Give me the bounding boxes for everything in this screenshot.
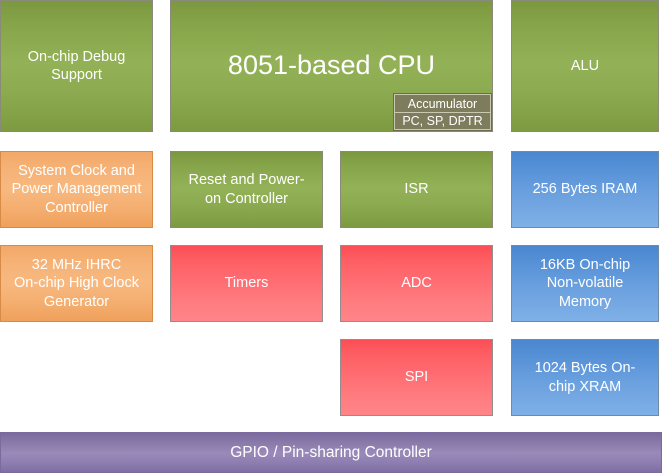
block-label: GPIO / Pin-sharing Controller — [230, 443, 432, 461]
block-label: SPI — [404, 369, 429, 386]
block-adc[interactable]: ADC — [340, 245, 493, 322]
block-alu[interactable]: ALU — [511, 0, 659, 132]
block-iram[interactable]: 256 Bytes IRAM — [511, 151, 659, 228]
block-on-chip-debug-support[interactable]: On-chip Debug Support — [0, 0, 153, 132]
block-label: 16KB On-chip Non-volatile Memory — [539, 257, 631, 310]
block-label: Reset and Power- on Controller — [188, 172, 305, 207]
block-label: System Clock and Power Management Contro… — [11, 163, 142, 216]
block-xram[interactable]: 1024 Bytes On- chip XRAM — [511, 339, 659, 416]
block-gpio-pin-sharing-controller[interactable]: GPIO / Pin-sharing Controller — [0, 432, 662, 473]
block-label: ALU — [570, 57, 600, 74]
block-label: ISR — [404, 181, 429, 198]
block-label: 8051-based CPU — [227, 50, 436, 81]
block-ihrc-clock-generator[interactable]: 32 MHz IHRC On-chip High Clock Generator — [0, 245, 153, 322]
block-system-clock-power-management[interactable]: System Clock and Power Management Contro… — [0, 151, 153, 228]
block-label: ADC — [401, 275, 432, 292]
block-timers[interactable]: Timers — [170, 245, 323, 322]
block-label: 1024 Bytes On- chip XRAM — [534, 360, 636, 395]
block-nvm[interactable]: 16KB On-chip Non-volatile Memory — [511, 245, 659, 322]
block-cpu[interactable]: 8051-based CPU — [170, 0, 493, 132]
accumulator-register-box[interactable]: Accumulator PC, SP, DPTR — [393, 93, 492, 131]
program-registers-label: PC, SP, DPTR — [394, 112, 491, 130]
block-label: 32 MHz IHRC On-chip High Clock Generator — [14, 257, 139, 310]
block-label: 256 Bytes IRAM — [532, 181, 638, 198]
block-reset-power-on-controller[interactable]: Reset and Power- on Controller — [170, 151, 323, 228]
block-isr[interactable]: ISR — [340, 151, 493, 228]
block-label: Timers — [224, 275, 269, 292]
block-label: On-chip Debug Support — [27, 48, 126, 83]
accumulator-label: Accumulator — [394, 94, 491, 112]
block-spi[interactable]: SPI — [340, 339, 493, 416]
